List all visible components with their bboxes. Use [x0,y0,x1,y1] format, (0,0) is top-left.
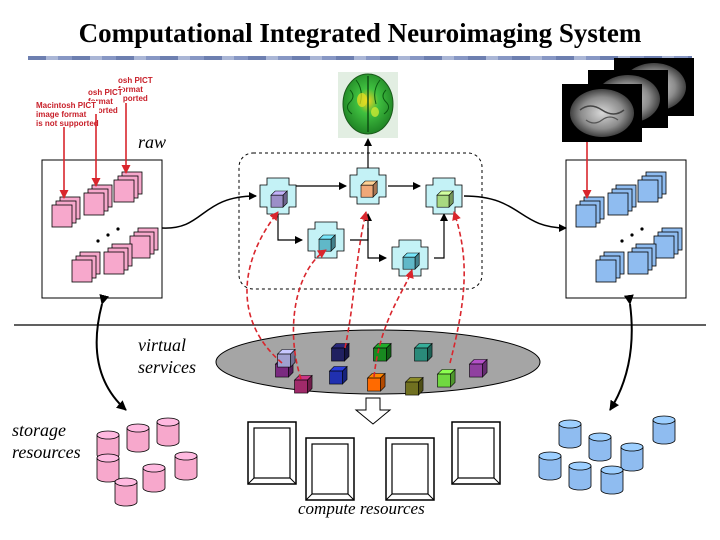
database-cylinder-icon[interactable] [142,463,166,493]
blue-file-stack [627,243,657,275]
service-node[interactable] [391,239,429,277]
title-underline [28,56,692,60]
cube-icon [468,358,488,378]
pict-line: Macintosh PICT [36,101,97,110]
virtual-services-label: virtual services [138,334,196,378]
database-cylinder-icon[interactable] [96,430,120,460]
slide-title: Computational Integrated Neuroimaging Sy… [78,18,642,48]
database-cylinder-icon[interactable] [538,451,562,481]
storage-resources-label-line: storage [12,420,66,440]
cube-icon [276,348,296,368]
right-storage-link [609,294,634,411]
virtual-services-label-line: services [138,357,196,377]
database-cylinder-icon[interactable] [96,453,120,483]
ellipsis-dots [96,227,120,243]
blue-file-stack [607,184,637,216]
raw-input-arrows [59,103,131,199]
database-cylinder-icon[interactable] [588,432,612,462]
workflow-box[interactable] [238,152,483,290]
panel-to-workflow-curve [161,192,257,229]
cube-icon [366,372,386,392]
virtual-services-label-line: virtual [138,335,186,355]
computer-node-icon[interactable] [385,437,435,501]
database-cylinder-icon[interactable] [114,477,138,507]
cube-icon [360,180,378,198]
database-cylinder-icon[interactable] [156,417,180,447]
hollow-down-arrow-icon [354,397,392,425]
pink-file-stack [71,251,101,283]
cube-icon [318,234,336,252]
storage-resources-label: storage resources [12,419,81,463]
cube-icon [413,342,433,362]
database-cylinder-icon[interactable] [174,451,198,481]
pink-file-stack [51,196,81,228]
pink-file-stack [83,184,113,216]
pink-file-stack [129,227,159,259]
service-mapping-arrows [246,211,465,380]
pink-file-stack [103,243,133,275]
service-node[interactable] [349,167,387,205]
pict-placeholder: Macintosh PICT image format is not suppo… [36,101,99,128]
service-node[interactable] [425,177,463,215]
cube-icon [293,374,313,394]
pict-line: osh PICT [88,88,123,97]
blue-file-stack [653,227,683,259]
service-node[interactable] [307,221,345,259]
computer-node-icon[interactable] [305,437,355,501]
pict-line: is not supported [36,119,99,128]
left-storage-link [95,294,127,411]
blue-file-stack [595,251,625,283]
storage-resources-label-line: resources [12,442,81,462]
pict-line: pported [118,94,148,103]
database-cylinder-icon[interactable] [558,419,582,449]
compute-resources-label: compute resources [298,499,425,518]
raw-label: raw [138,132,167,152]
computer-node-icon[interactable] [247,421,297,485]
pink-file-stack [113,171,143,203]
cube-icon [402,252,420,270]
pict-line: osh PICT [118,76,153,85]
cube-icon [330,342,350,362]
cube-icon [328,365,348,385]
blue-file-stack [575,196,605,228]
database-cylinder-icon[interactable] [652,415,676,445]
database-cylinder-icon[interactable] [126,423,150,453]
ellipsis-dots [620,227,644,243]
cube-icon [270,190,288,208]
pict-line: format [118,85,143,94]
blue-file-stack [637,171,667,203]
pict-line: format [88,97,113,106]
database-cylinder-icon[interactable] [568,461,592,491]
pict-line: image format [36,110,87,119]
service-node[interactable] [259,177,297,215]
mri-slice-stack-icon [562,58,694,142]
cube-icon [404,376,424,396]
pict-line: pported [88,106,118,115]
database-cylinder-icon[interactable] [600,465,624,495]
computer-node-icon[interactable] [451,421,501,485]
workflow-edges [277,182,448,262]
cube-icon [436,190,454,208]
database-cylinder-icon[interactable] [620,442,644,472]
cube-icon [436,368,456,388]
brain-3d-render-icon [338,72,398,138]
workflow-to-panel-curve [463,195,567,232]
pict-placeholder: osh PICT format pported [118,76,153,103]
